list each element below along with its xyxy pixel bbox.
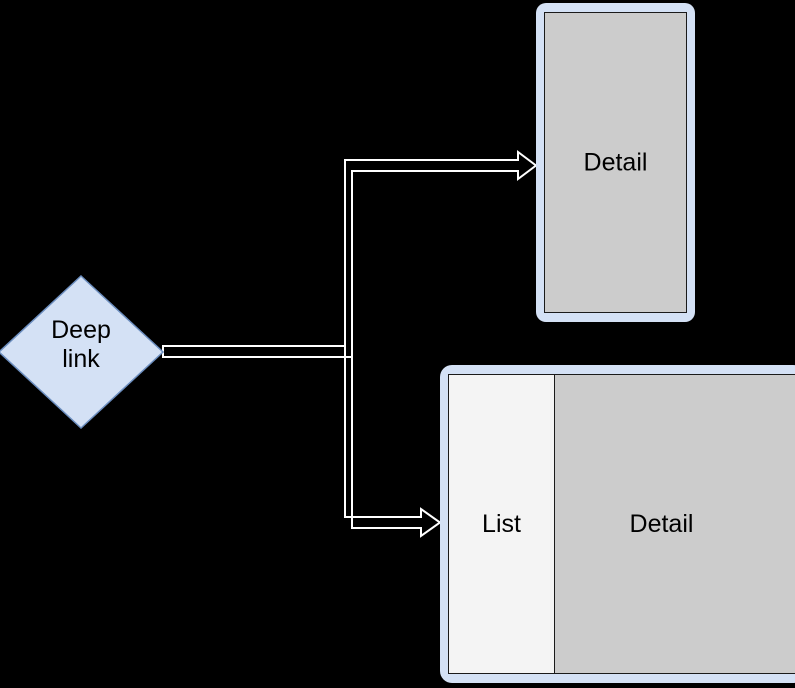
- tablet-screen: List Detail: [448, 374, 795, 674]
- phone-frame[interactable]: Detail: [536, 3, 695, 322]
- edge-deeplink-to-tablet: [162, 345, 442, 538]
- edge-deeplink-to-phone: [162, 150, 538, 358]
- tablet-list-pane[interactable]: List: [449, 375, 555, 673]
- diamond-shape: [0, 275, 164, 429]
- tablet-detail-pane[interactable]: Detail: [555, 375, 795, 673]
- tablet-frame[interactable]: List Detail: [440, 365, 795, 683]
- phone-detail-label: Detail: [583, 148, 648, 176]
- deeplink-node[interactable]: [0, 275, 164, 429]
- tablet-detail-label: Detail: [629, 509, 694, 538]
- tablet-list-label: List: [482, 509, 521, 538]
- phone-screen: Detail: [544, 12, 687, 313]
